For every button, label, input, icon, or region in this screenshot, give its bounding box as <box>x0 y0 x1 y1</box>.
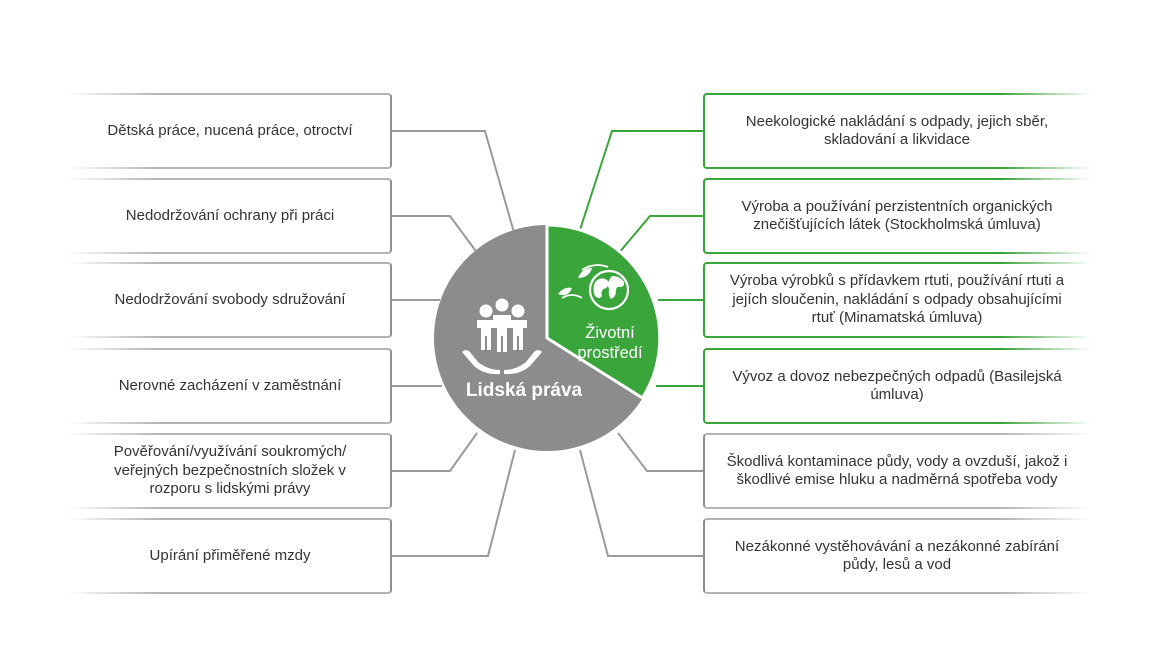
left-item-box: Nerovné zacházení v zaměstnání <box>68 348 392 424</box>
right-item-box: Nezákonné vystěhovávání a nezákonné zabí… <box>703 518 1091 594</box>
connector-left-1 <box>392 130 516 237</box>
left-item-text: Nedodržování svobody sdružování <box>114 290 346 308</box>
left-item-box: Nedodržování svobody sdružování <box>68 262 392 338</box>
environment-label-line1: Životní <box>585 324 635 342</box>
right-item-text: Výroba výrobků s přídavkem rtuti, použív… <box>729 272 1065 327</box>
left-item-box: Nedodržování ochrany při práci <box>68 178 392 254</box>
connector-left-6 <box>392 449 516 557</box>
left-item-text: Nedodržování ochrany při práci <box>125 206 335 224</box>
connector-left-5 <box>392 432 478 472</box>
left-item-box: Dětská práce, nucená práce, otroctví <box>68 93 392 169</box>
environment-label: Životní prostředí <box>572 323 648 363</box>
right-item-text: Výroba a používání perzistentních organi… <box>741 197 1053 234</box>
left-item-text: Dětská práce, nucená práce, otroctví <box>107 121 353 139</box>
right-item-text: Neekologické nakládání s odpady, jejich … <box>745 112 1049 149</box>
left-item-text: Nerovné zacházení v zaměstnání <box>118 376 342 394</box>
right-item-box: Výroba a používání perzistentních organi… <box>703 178 1091 254</box>
globe-with-leaves-icon <box>558 264 630 311</box>
people-in-hands-icon <box>462 298 542 375</box>
center-circle-green-segment <box>545 223 662 401</box>
left-item-text: Pověřování/využívání soukromých/ veřejný… <box>113 443 347 498</box>
right-item-text: Škodlivá kontaminace půdy, vody a ovzduš… <box>726 452 1068 489</box>
right-item-text: Vývoz a dovoz nebezpečných odpadů (Basil… <box>732 367 1062 404</box>
left-item-text: Upírání přiměřené mzdy <box>149 546 311 564</box>
left-item-box: Pověřování/využívání soukromých/ veřejný… <box>68 433 392 509</box>
right-item-text: Nezákonné vystěhovávání a nezákonné zabí… <box>734 537 1060 574</box>
human-rights-label: Lidská práva <box>465 380 583 401</box>
right-item-box: Neekologické nakládání s odpady, jejich … <box>703 93 1091 169</box>
right-item-box: Výroba výrobků s přídavkem rtuti, použív… <box>703 262 1091 338</box>
connector-right-1 <box>577 130 703 237</box>
connector-right-2 <box>617 215 703 255</box>
right-item-box: Vývoz a dovoz nebezpečných odpadů (Basil… <box>703 348 1091 424</box>
right-item-box: Škodlivá kontaminace půdy, vody a ovzduš… <box>703 433 1091 509</box>
connector-left-2 <box>392 215 479 255</box>
connector-right-5 <box>617 432 703 472</box>
environment-label-line2: prostředí <box>577 344 643 362</box>
connector-right-6 <box>579 449 703 557</box>
left-item-box: Upírání přiměřené mzdy <box>68 518 392 594</box>
